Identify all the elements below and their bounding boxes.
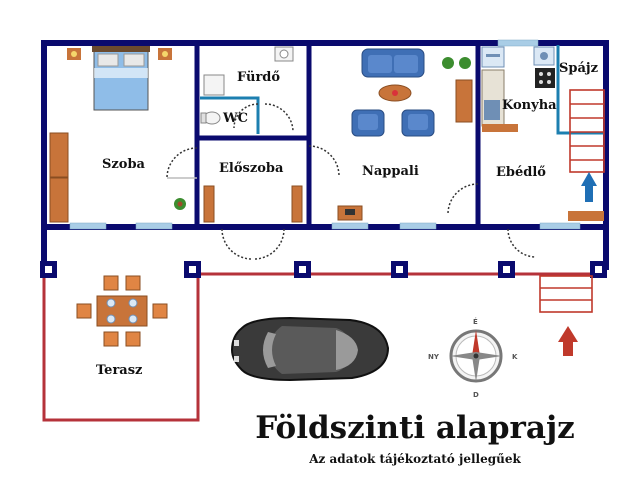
cabinet-icon xyxy=(568,211,604,221)
chair-icon xyxy=(76,303,92,319)
bedroom-furniture xyxy=(49,46,186,223)
car-icon xyxy=(230,316,390,382)
room-label-terasz: Terasz xyxy=(96,363,142,378)
stair-arrow-icon xyxy=(581,172,597,202)
interior-walls xyxy=(194,43,481,225)
room-label-nappali: Nappali xyxy=(362,164,419,179)
chair-icon xyxy=(125,275,141,291)
room-label-eloszoba: Előszoba xyxy=(219,161,284,176)
windows xyxy=(69,39,581,230)
room-label-spajz: Spájz xyxy=(559,61,598,76)
stairs xyxy=(569,89,605,173)
oven-icon xyxy=(535,68,555,88)
shoe-cabinet-icon xyxy=(291,185,303,223)
room-label-konyha: Konyha xyxy=(502,98,557,113)
bathroom-fixtures xyxy=(200,46,294,125)
plan-title: Földszinti alaprajz xyxy=(255,410,575,446)
plant-icon xyxy=(442,57,454,69)
wardrobe-icon xyxy=(49,177,69,223)
compass-north: É xyxy=(473,317,478,326)
kitchen-furniture xyxy=(481,46,604,221)
plan-subtitle: Az adatok tájékoztató jellegűek xyxy=(309,452,521,466)
tv-cabinet-icon xyxy=(455,79,473,123)
room-label-wc: WC xyxy=(222,111,248,126)
living-room-furniture xyxy=(337,48,473,221)
chair-icon xyxy=(125,331,141,347)
partitions xyxy=(200,45,604,135)
compass-west: NY xyxy=(428,353,440,361)
door-swings xyxy=(166,103,537,260)
hallway-furniture xyxy=(203,185,303,223)
shoe-cabinet-icon xyxy=(203,185,215,223)
wardrobe-icon xyxy=(49,132,69,178)
chair-icon xyxy=(152,303,168,319)
entrance-stairs xyxy=(539,275,593,313)
chair-icon xyxy=(103,331,119,347)
room-label-furdo: Fürdő xyxy=(237,70,280,85)
plant-icon xyxy=(459,57,471,69)
entrance-arrow-icon xyxy=(558,326,578,356)
terrace-furniture xyxy=(76,275,168,347)
compass-south: D xyxy=(473,391,479,399)
compass-east: K xyxy=(512,353,518,361)
chair-icon xyxy=(103,275,119,291)
compass-icon xyxy=(449,329,503,383)
pillars xyxy=(40,261,607,278)
room-label-szoba: Szoba xyxy=(102,157,146,172)
shower-icon xyxy=(203,74,225,96)
table-icon xyxy=(96,295,148,327)
room-label-ebedlo: Ebédlő xyxy=(496,165,546,180)
